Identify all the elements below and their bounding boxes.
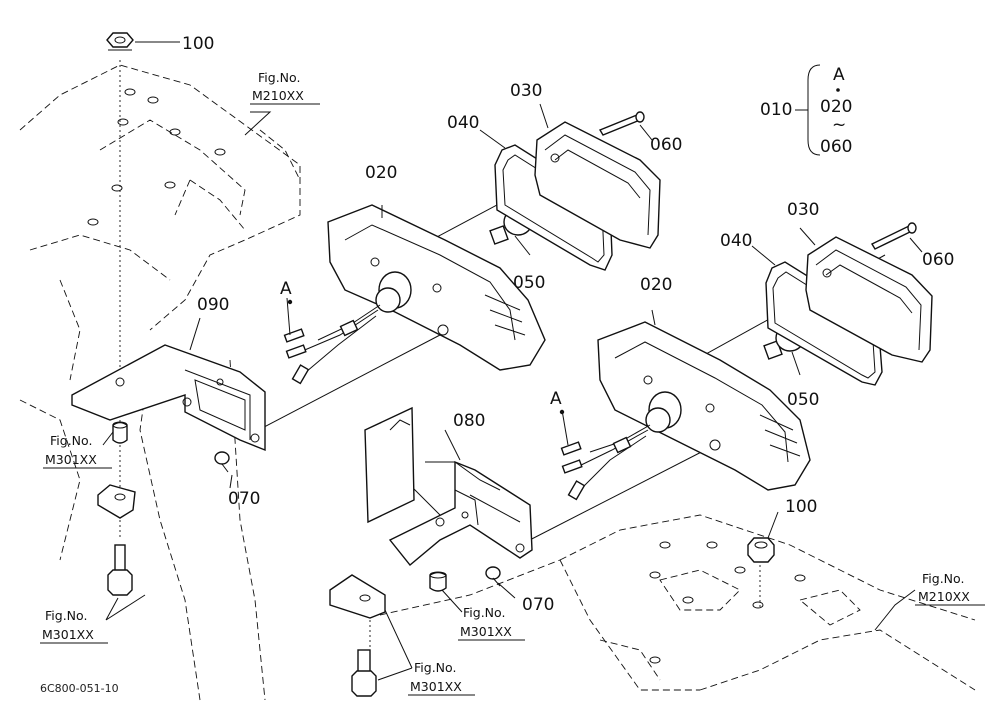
fig-ref-mount-bottom: Fig.No. M301XX <box>408 660 475 696</box>
bracket-right <box>388 460 533 566</box>
note-range-symbol: ~ <box>832 115 846 135</box>
flange-nut-top <box>106 32 134 51</box>
svg-text:M301XX: M301XX <box>460 624 512 639</box>
bracket-left <box>71 344 266 452</box>
label-wire-right: A <box>550 389 562 409</box>
fig-ref-mount-mid: Fig.No. M301XX <box>458 605 525 641</box>
washer-plate-left <box>97 484 136 519</box>
rubber-pad-center <box>364 406 415 524</box>
screw-left <box>598 111 645 136</box>
lamp-housing-left <box>283 204 546 385</box>
label-housing-left: 020 <box>365 163 397 183</box>
svg-text:M210XX: M210XX <box>918 589 970 604</box>
lens-left <box>534 121 661 249</box>
label-screw-left: 060 <box>650 135 682 155</box>
frame-outline-right <box>379 514 976 691</box>
fig-ref-frame-top: Fig.No. M210XX <box>250 70 320 105</box>
svg-text:M301XX: M301XX <box>45 452 97 467</box>
label-lens-left: 030 <box>510 81 542 101</box>
label-bulb-right: 050 <box>787 390 819 410</box>
svg-text:Fig.No.: Fig.No. <box>463 605 505 620</box>
label-bracket-right: 080 <box>453 411 485 431</box>
svg-text:Fig.No.: Fig.No. <box>50 433 92 448</box>
svg-text:Fig.No.: Fig.No. <box>258 70 300 85</box>
label-housing-right: 020 <box>640 275 672 295</box>
part-labels: 100 020 020 030 030 040 040 050 050 060 … <box>182 34 954 615</box>
note-item-a: A <box>833 65 845 85</box>
fig-ref-frame-right: Fig.No. M210XX <box>915 571 985 606</box>
label-clip-left: 070 <box>228 489 260 509</box>
note-item-start: 020 <box>820 97 852 117</box>
note-item-end: 060 <box>820 137 852 157</box>
label-bracket-left: 090 <box>197 295 229 315</box>
svg-text:M301XX: M301XX <box>42 627 94 642</box>
svg-text:M301XX: M301XX <box>410 679 462 694</box>
leader-lines <box>102 41 923 681</box>
bolt-bottom <box>351 649 377 697</box>
washer-plate-bottom <box>329 574 386 619</box>
note-parent: 010 <box>760 100 792 120</box>
frame-outline-left <box>19 64 301 701</box>
label-wire-left: A <box>280 279 292 299</box>
lamp-housing-right <box>560 321 811 501</box>
screw-right <box>871 222 917 250</box>
fig-ref-mount-left-upper: Fig.No. M301XX <box>43 433 112 469</box>
label-nut-top: 100 <box>182 34 214 54</box>
flange-nut-right <box>747 537 775 563</box>
label-clip-right: 070 <box>522 595 554 615</box>
svg-text:Fig.No.: Fig.No. <box>922 571 964 586</box>
drawing-code: 6C800-051-10 <box>40 682 119 695</box>
lens-right <box>805 236 933 363</box>
label-nut-right: 100 <box>785 497 817 517</box>
bolt-left <box>107 544 133 596</box>
clip-right <box>485 566 501 587</box>
svg-text:Fig.No.: Fig.No. <box>414 660 456 675</box>
rubber-mount-left-upper <box>112 421 128 444</box>
label-gasket-left: 040 <box>447 113 479 133</box>
fig-ref-mount-left-lower: Fig.No. M301XX <box>40 608 108 644</box>
frame-holes <box>87 88 806 664</box>
svg-text:M210XX: M210XX <box>252 88 304 103</box>
clip-left <box>214 451 230 473</box>
label-screw-right: 060 <box>922 250 954 270</box>
label-gasket-right: 040 <box>720 231 752 251</box>
label-lens-right: 030 <box>787 200 819 220</box>
label-bulb-left: 050 <box>513 273 545 293</box>
svg-text:Fig.No.: Fig.No. <box>45 608 87 623</box>
assembly-note: 010 A 020 ~ 060 <box>760 64 852 157</box>
rubber-mount-mid <box>429 571 447 592</box>
